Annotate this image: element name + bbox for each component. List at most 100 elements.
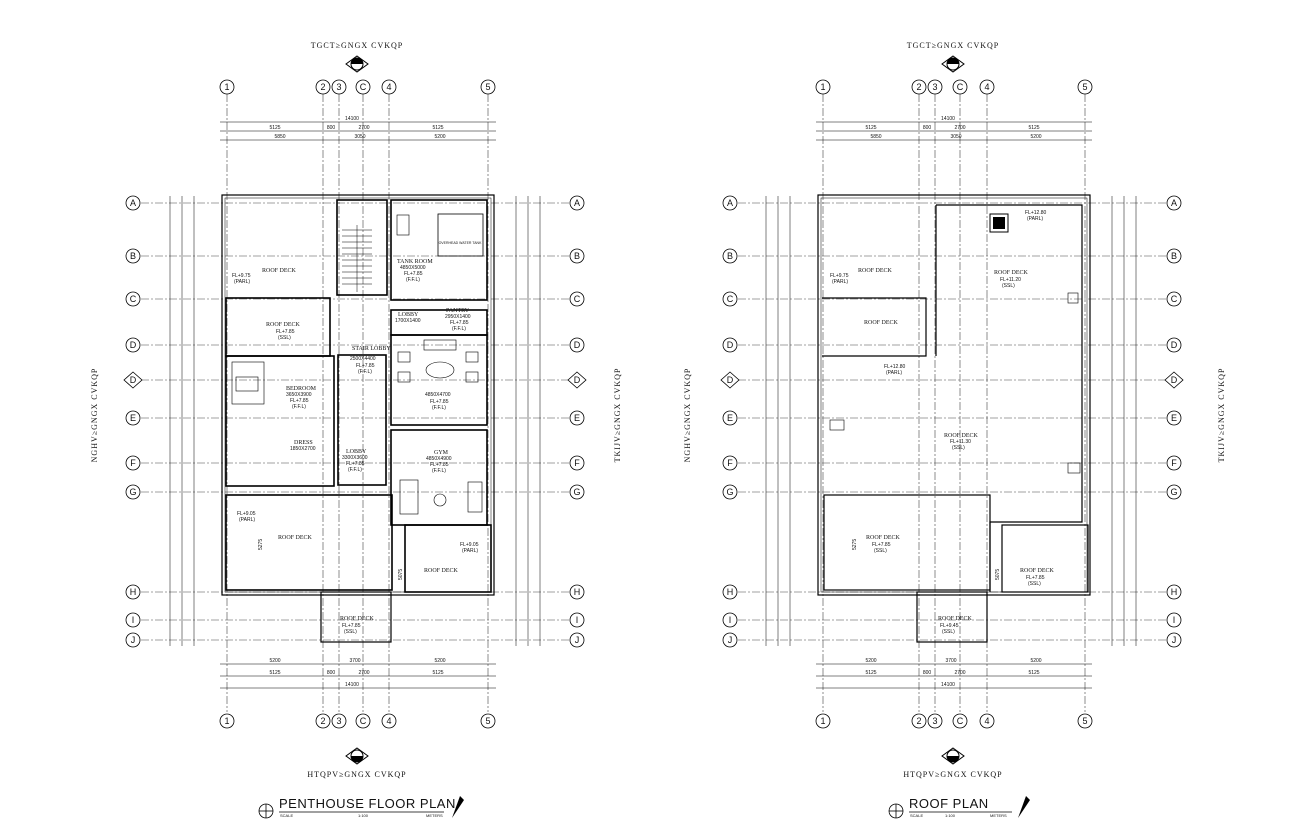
room-size-tank-room: 4850X5000 xyxy=(400,265,426,271)
roof-room-level-1: FL+9.75 xyxy=(830,273,849,279)
dim-total-bottom: 14100 xyxy=(345,682,359,688)
room-note-gym: (F.F.L) xyxy=(432,468,446,474)
elevation-label-bottom: HTQPV≥GNGX CVKQP xyxy=(307,770,406,779)
dim-bottom2-b-r: 800 xyxy=(923,670,932,676)
row-label-e-left: E xyxy=(130,413,136,423)
col-label-1-bottom: 1 xyxy=(224,716,229,726)
living-note: (F.F.L) xyxy=(432,405,446,411)
room-name-gym: GYM xyxy=(434,450,449,456)
room-name-roof-deck-3: ROOF DECK xyxy=(278,535,313,541)
row-label-d2-right-r: D xyxy=(1171,375,1178,385)
row-label-f-left-r: F xyxy=(727,458,733,468)
row-label-g-left-r: G xyxy=(726,487,733,497)
row-label-c-right: C xyxy=(574,294,581,304)
dim-top1-a-r: 5125 xyxy=(865,125,876,131)
row-grid xyxy=(141,202,569,641)
water-tank xyxy=(437,213,484,257)
dim-bottom2-c-r: 2700 xyxy=(954,670,965,676)
col-label-4-bottom-r: 4 xyxy=(984,716,989,726)
dimension-lines-bottom xyxy=(220,663,496,689)
room-name-roof-deck-1: ROOF DECK xyxy=(262,268,297,274)
scale-label-left: SCALE xyxy=(280,813,293,818)
room-note-bedroom: (F.F.L) xyxy=(292,404,306,410)
room-note-tank-room: (F.F.L) xyxy=(406,277,420,283)
room-level-roof-deck-5: FL+9.05 xyxy=(460,542,479,548)
col-label-c-bottom: C xyxy=(360,716,367,726)
col-label-3-bottom: 3 xyxy=(336,716,341,726)
tank-text: OVERHEAD WATER TANK xyxy=(439,241,483,245)
elevation-label-top-r: TGCT≥GNGX CVKQP xyxy=(907,41,1000,50)
roof-outline xyxy=(817,194,1091,643)
col-label-1-bottom-r: 1 xyxy=(820,716,825,726)
dim-top2-b-r: 3050 xyxy=(950,134,961,140)
room-name-stair-lobby: STAIR LOBBY xyxy=(352,346,391,352)
scale-label-right: SCALE xyxy=(910,813,923,818)
roof-room-name-6: ROOF DECK xyxy=(1020,568,1055,574)
room-name-bedroom: BEDROOM xyxy=(286,386,317,392)
row-label-h-right-r: H xyxy=(1171,587,1178,597)
row-label-a-right: A xyxy=(574,198,580,208)
roof-room-note-2: (PARL) xyxy=(1027,216,1043,222)
stair xyxy=(342,225,372,292)
col-label-5-bottom: 5 xyxy=(485,716,490,726)
room-level-roof-deck-4: FL+7.85 xyxy=(342,623,361,629)
roof-plan: TGCT≥GNGX CVKQP HTQPV≥GNGX CVKQP NGHV≥GN… xyxy=(683,41,1226,819)
room-level-roof-deck-2: FL+7.85 xyxy=(276,329,295,335)
row-label-e-left-r: E xyxy=(727,413,733,423)
col-label-1-top: 1 xyxy=(224,82,229,92)
col-label-4-bottom: 4 xyxy=(386,716,391,726)
dim-bottom1-b: 3700 xyxy=(349,658,360,664)
dimension-lines-side xyxy=(169,196,541,646)
deck-dim-b: 5075 xyxy=(398,569,404,580)
living-size: 4850X4700 xyxy=(425,392,451,398)
scale-value-right: 1:100 xyxy=(945,813,956,818)
row-label-e-right: E xyxy=(574,413,580,423)
room-name-roof-deck-2: ROOF DECK xyxy=(266,322,301,328)
row-label-a-left: A xyxy=(130,198,136,208)
row-label-a-left-r: A xyxy=(727,198,733,208)
dim-bottom2-d-r: 5125 xyxy=(1028,670,1039,676)
room-level-roof-deck-3: FL+9.05 xyxy=(237,511,256,517)
dim-bottom1-c-r: 5200 xyxy=(1030,658,1041,664)
dim-top2-c: 5200 xyxy=(434,134,445,140)
col-label-4-top: 4 xyxy=(386,82,391,92)
room-size-gym: 4850X4900 xyxy=(426,456,452,462)
elevation-label-left: NGHV≥GNGX CVKQP xyxy=(90,368,99,463)
dim-top1-d-r: 5125 xyxy=(1028,125,1039,131)
roof-room-note-6: (SSL) xyxy=(1028,581,1041,587)
elevation-marker-top xyxy=(345,55,369,73)
elevation-label-bottom-r: HTQPV≥GNGX CVKQP xyxy=(903,770,1002,779)
dim-bottom1-a: 5200 xyxy=(269,658,280,664)
roof-room-name-3: ROOF DECK xyxy=(994,270,1029,276)
room-level-stair-lobby: FL+7.85 xyxy=(356,363,375,369)
roof-room-note-4: (SSL) xyxy=(952,445,965,451)
row-label-d-right: D xyxy=(574,340,581,350)
row-label-c-left-r: C xyxy=(727,294,734,304)
room-size-lobby-1: 1700X1400 xyxy=(395,318,421,324)
dim-total-top: 14100 xyxy=(345,116,359,122)
roof-room-note-7: (SSL) xyxy=(942,629,955,635)
roof-room-level-7: FL+9.45 xyxy=(940,623,959,629)
row-label-j-right-r: J xyxy=(1172,635,1177,645)
row-label-d-right-r: D xyxy=(1171,340,1178,350)
dim-total-bottom-r: 14100 xyxy=(941,682,955,688)
room-name-lobby-2: LOBBY xyxy=(346,449,367,455)
room-note-roof-deck-1: (PARL) xyxy=(234,279,250,285)
dim-bottom2-a: 5125 xyxy=(269,670,280,676)
dimension-lines-top xyxy=(220,121,496,141)
room-name-roof-deck-5: ROOF DECK xyxy=(424,568,459,574)
room-note-roof-deck-3: (PARL) xyxy=(239,517,255,523)
roof-room-note-1: (PARL) xyxy=(832,279,848,285)
room-level-bedroom: FL+7.85 xyxy=(290,398,309,404)
room-name-lobby-1: LOBBY xyxy=(398,312,419,318)
col-label-2-bottom: 2 xyxy=(320,716,325,726)
room-size-stair-lobby: 2500X4400 xyxy=(350,356,376,362)
roof-room-level-5: FL+7.85 xyxy=(872,542,891,548)
col-label-3-top: 3 xyxy=(336,82,341,92)
col-label-2-top: 2 xyxy=(320,82,325,92)
row-label-h-left: H xyxy=(130,587,137,597)
plan-title-right: ROOF PLAN xyxy=(909,796,989,811)
col-label-4-top-r: 4 xyxy=(984,82,989,92)
roof-room-level-3: FL+11.20 xyxy=(1000,277,1021,283)
row-label-d2-left: D xyxy=(130,375,137,385)
